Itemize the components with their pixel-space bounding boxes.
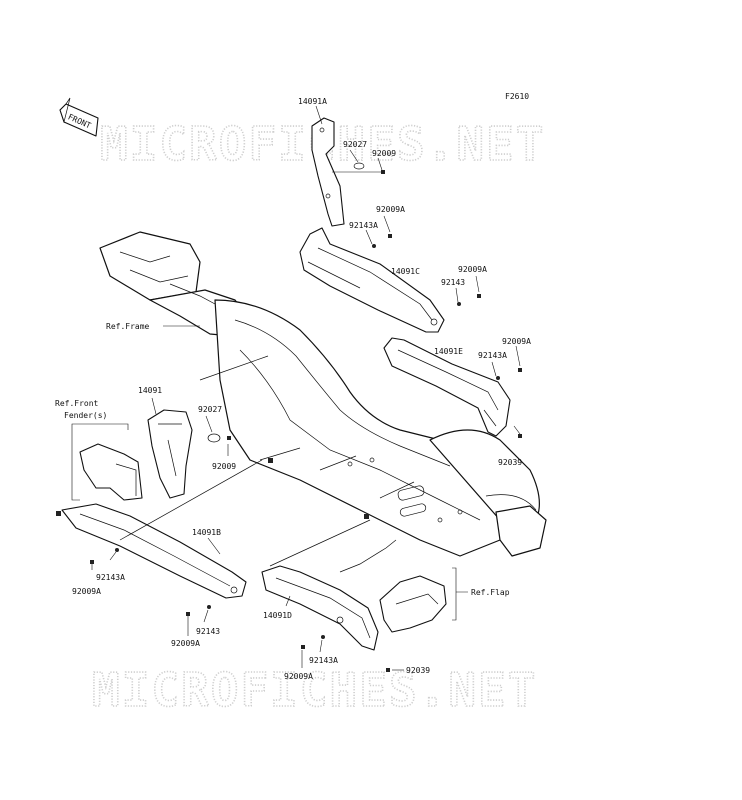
- callout-92009A-5: 92009A: [171, 639, 200, 648]
- callout-92143A-4: 92143A: [309, 656, 338, 665]
- callout-14091C: 14091C: [391, 267, 420, 276]
- assembly-line-left: [119, 459, 263, 541]
- assembly-line-front: [199, 355, 269, 381]
- part-92143A-collar-1: [372, 244, 376, 248]
- callout-92009A-2: 92009A: [458, 265, 487, 274]
- callout-ref-frame: Ref.Frame: [106, 322, 150, 331]
- assembly-line-right: [269, 519, 371, 567]
- callout-14091D: 14091D: [263, 611, 292, 620]
- callout-92009-top: 92009: [372, 149, 396, 158]
- callout-92143A-1: 92143A: [349, 221, 378, 230]
- callout-92143-1: 92143: [441, 278, 465, 287]
- callout-92009-mid: 92009: [212, 462, 236, 471]
- part-92143A-collar-4: [321, 635, 325, 639]
- callout-14091E: 14091E: [434, 347, 463, 356]
- part-92143A-collar-2: [496, 376, 500, 380]
- callout-92027-top: 92027: [343, 140, 367, 149]
- watermark-bottom: MICROFICHES.NET: [92, 663, 537, 717]
- part-14091B: [61, 503, 247, 599]
- part-92009A-bolt-3: [518, 368, 522, 372]
- part-92009A-bolt-5: [186, 612, 190, 616]
- part-92143-collar-1: [457, 302, 461, 306]
- frame-assembly: [99, 231, 547, 557]
- callout-92027-mid: 92027: [198, 405, 222, 414]
- callout-92009A-1: 92009A: [376, 205, 405, 214]
- ref-flap-part: [379, 575, 447, 633]
- part-14091A: [311, 105, 345, 227]
- callout-ref-front-fender-line1: Ref.Front: [55, 399, 99, 408]
- callout-92143A-3: 92143A: [96, 573, 125, 582]
- part-92009-mid-bolt: [227, 436, 231, 440]
- part-92143A-collar-3: [115, 548, 119, 552]
- ref-flap-bracket: [339, 539, 397, 573]
- ref-front-fender-part: [79, 443, 143, 501]
- part-14091E: [383, 337, 511, 437]
- callout-92009A-4: 92009A: [72, 587, 101, 596]
- callout-92039-2: 92039: [406, 666, 430, 675]
- part-92143-collar-2: [207, 605, 211, 609]
- part-92009A-bolt-4: [90, 560, 94, 564]
- part-14091C: [299, 227, 445, 333]
- callout-92039-1: 92039: [498, 458, 522, 467]
- part-92039-bolt-1: [518, 434, 522, 438]
- callout-92143-2: 92143: [196, 627, 220, 636]
- callout-14091B: 14091B: [192, 528, 221, 537]
- part-92009A-bolt-6: [301, 645, 305, 649]
- callout-ref-flap: Ref.Flap: [471, 588, 510, 597]
- callout-14091A: 14091A: [298, 97, 327, 106]
- part-92027-top-washer: [353, 162, 365, 170]
- callout-92009A-6: 92009A: [284, 672, 313, 681]
- part-92027-mid-washer: [207, 433, 221, 443]
- part-92009A-bolt-2: [477, 294, 481, 298]
- part-14091: [147, 397, 193, 499]
- callout-14091: 14091: [138, 386, 162, 395]
- part-92009A-bolt-1: [388, 234, 392, 238]
- callout-92009A-3: 92009A: [502, 337, 531, 346]
- figure-code: F2610: [505, 92, 529, 101]
- part-14091D: [261, 565, 379, 651]
- callout-ref-front-fender-line2: Fender(s): [64, 411, 107, 420]
- callout-92143A-2: 92143A: [478, 351, 507, 360]
- part-92039-bolt-2: [386, 668, 390, 672]
- front-direction-arrow: FRONT: [59, 97, 99, 137]
